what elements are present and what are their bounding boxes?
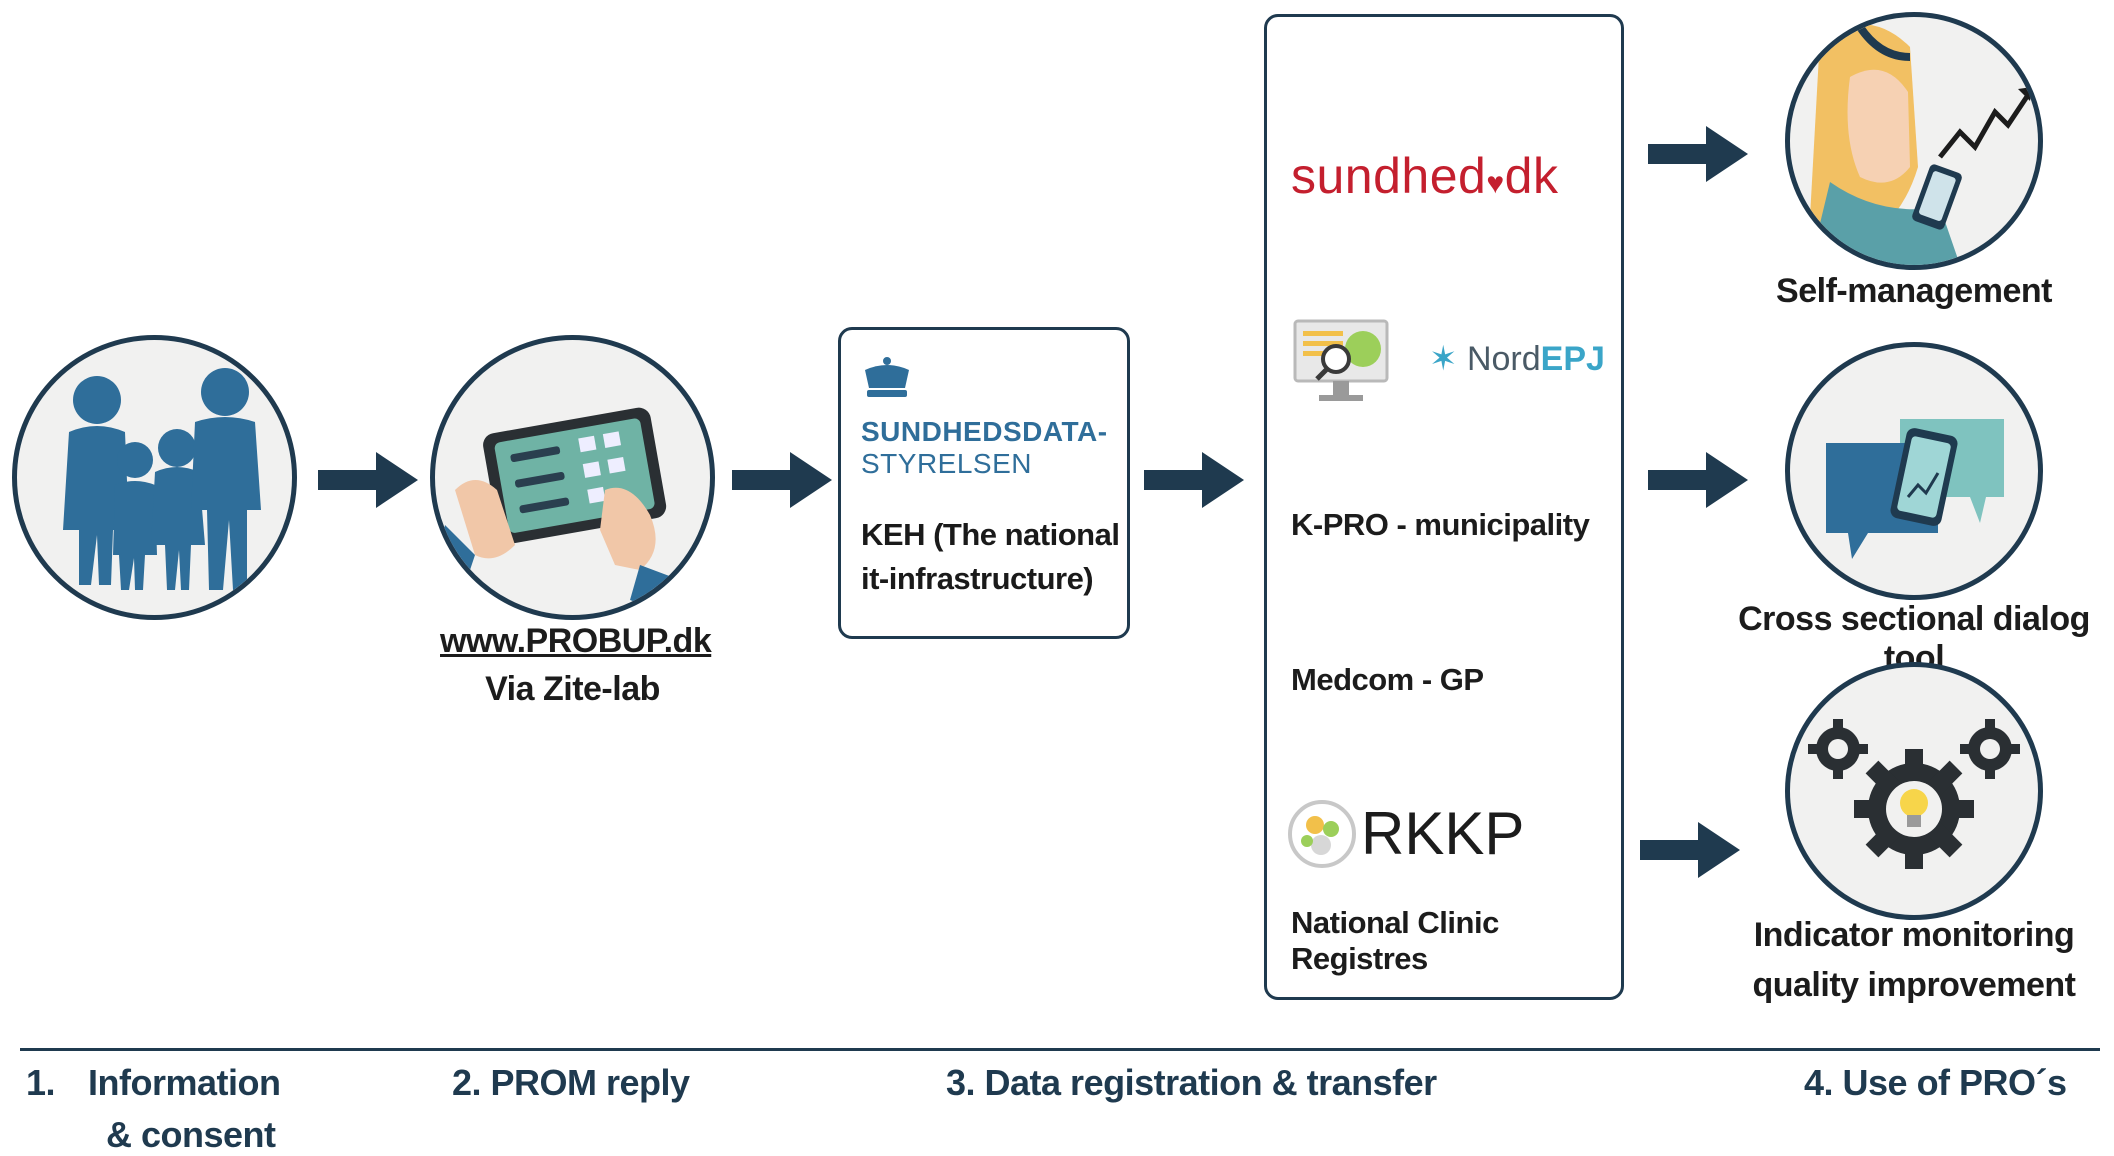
footer-step1-line1: Information bbox=[88, 1062, 281, 1103]
sundhed-logo-suffix: dk bbox=[1504, 148, 1559, 204]
arrow-right-icon bbox=[1648, 452, 1748, 508]
self-management-circle bbox=[1785, 12, 2043, 270]
nordepj-logo-b: EPJ bbox=[1540, 340, 1605, 378]
heart-icon: ♥ bbox=[1486, 167, 1505, 200]
rkkp-logo: RKKP bbox=[1361, 800, 1525, 867]
indicator-label-line1: Indicator monitoring bbox=[1753, 916, 2075, 954]
footer-step4: 4. Use of PRO´s bbox=[1804, 1062, 2067, 1103]
via-zite-lab: Via Zite-lab bbox=[485, 670, 660, 708]
arrow-right-icon bbox=[1144, 452, 1244, 508]
girl-phone-icon bbox=[1810, 24, 2033, 265]
tablet-survey-icon bbox=[435, 407, 680, 615]
footer-step2: 2. PROM reply bbox=[452, 1062, 690, 1103]
keh-label: KEH (The national it-infrastructure) bbox=[861, 517, 1120, 596]
arrow-right-icon bbox=[318, 452, 418, 508]
nordepj-logo-a: Nord bbox=[1466, 340, 1541, 378]
probup-link[interactable]: www.PROBUP.dk bbox=[440, 622, 712, 660]
national-registres-label: National Clinic Registres bbox=[1291, 905, 1499, 976]
agency-name-line1: SUNDHEDSDATA- bbox=[861, 416, 1108, 447]
dialog-tool-circle bbox=[1785, 342, 2043, 600]
nordepj-logo: ✶ NordEPJ bbox=[1429, 339, 1605, 379]
chat-bubbles-icon bbox=[1826, 419, 2004, 559]
arrow-right-icon bbox=[1640, 822, 1740, 878]
medcom-label: Medcom - GP bbox=[1291, 662, 1484, 697]
sundhed-logo-main: sundhed bbox=[1291, 148, 1487, 204]
gears-bulb-icon bbox=[1808, 719, 2020, 869]
self-management-label: Self-management bbox=[1776, 272, 2052, 310]
footer-step1-line2: & consent bbox=[106, 1114, 276, 1155]
family-circle bbox=[12, 335, 297, 620]
kpro-label: K-PRO - municipality bbox=[1291, 507, 1590, 542]
tablet-circle bbox=[430, 335, 715, 620]
arrow-right-icon bbox=[732, 452, 832, 508]
footer-step3: 3. Data registration & transfer bbox=[946, 1062, 1437, 1103]
agency-name-line2: STYRELSEN bbox=[861, 448, 1032, 479]
sundhed-dk-logo: sundhed♥dk bbox=[1291, 147, 1558, 205]
monitor-search-icon bbox=[1293, 319, 1389, 401]
nordepj-star-icon: ✶ bbox=[1429, 340, 1458, 378]
footer-divider bbox=[20, 1048, 2100, 1051]
indicator-circle bbox=[1785, 662, 2043, 920]
crown-icon bbox=[865, 357, 909, 397]
footer-step1-number: 1. bbox=[26, 1062, 56, 1103]
arrow-right-icon bbox=[1648, 126, 1748, 182]
indicator-label-line2: quality improvement bbox=[1752, 966, 2076, 1004]
registries-box: sundhed♥dk ✶ NordEPJ K-PRO - municipalit… bbox=[1264, 14, 1624, 1000]
family-icon bbox=[63, 368, 261, 590]
rkkp-emblem-icon bbox=[1288, 800, 1356, 868]
sundhedsdata-box: SUNDHEDSDATA- STYRELSEN KEH (The nationa… bbox=[838, 327, 1130, 639]
